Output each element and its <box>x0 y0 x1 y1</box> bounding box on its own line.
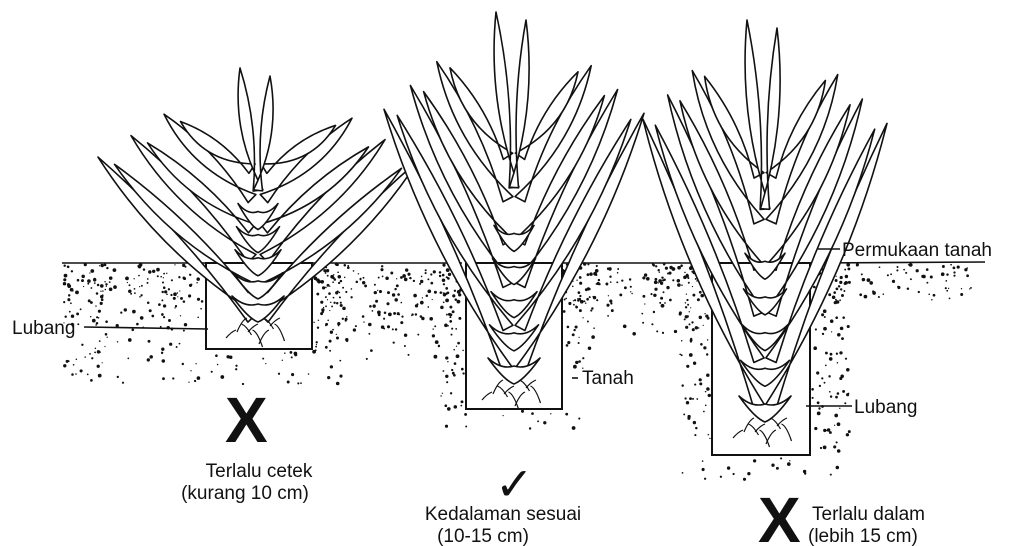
wrong-mark-deep: X <box>758 484 801 546</box>
caption-shallow-line2: (kurang 10 cm) <box>181 483 309 504</box>
label-hole-left: Lubang <box>12 318 75 339</box>
wrong-mark-shallow: X <box>225 384 268 456</box>
caption-correct-line2: (10-15 cm) <box>437 526 529 546</box>
label-soil: Tanah <box>582 368 634 389</box>
label-hole-right: Lubang <box>854 397 917 418</box>
leader-hole-left <box>84 327 208 329</box>
correct-mark: ✓ <box>495 458 534 510</box>
caption-deep-line1: Terlalu dalam <box>812 504 925 525</box>
caption-deep-line2: (lebih 15 cm) <box>808 526 918 546</box>
caption-shallow-line1: Terlalu cetek <box>206 461 313 482</box>
label-surface: Permukaan tanah <box>842 240 992 261</box>
pineapple-plant-correct <box>384 12 644 409</box>
caption-correct-line1: Kedalaman sesuai <box>425 504 581 525</box>
pineapple-plant-deep <box>643 20 887 447</box>
